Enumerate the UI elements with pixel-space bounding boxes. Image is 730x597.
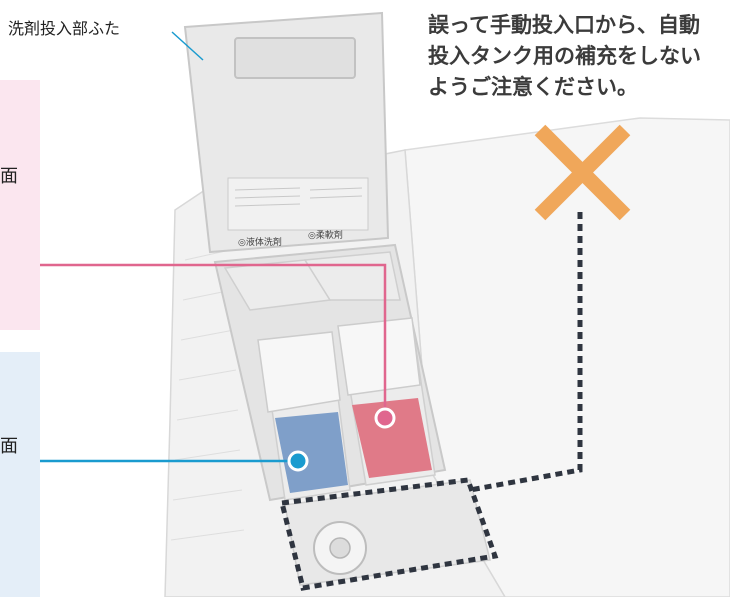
- softener-info-panel: [0, 80, 40, 330]
- detergent-panel-label: 面: [0, 436, 18, 457]
- manual-inlet-dotted-outline: [278, 212, 583, 591]
- softener-liquid: [352, 398, 432, 478]
- detergent-liquid: [275, 412, 348, 493]
- softener-marker: [374, 407, 396, 429]
- softener-cup-lid[interactable]: [337, 317, 421, 396]
- detergent-cup-lid[interactable]: [257, 331, 341, 413]
- softener-panel-label: 面: [0, 166, 18, 187]
- warning-line-2: 投入タンク用の補充をしない: [428, 44, 701, 68]
- warning-text: 誤って手動投入口から、自動 投入タンク用の補充をしない ようご注意ください。: [428, 10, 730, 103]
- detergent-marker: [287, 450, 309, 472]
- lid-print-liquid-detergent: ◎液体洗剤: [238, 236, 282, 248]
- prohibited-cross-icon: [534, 124, 631, 221]
- warning-line-3: ようご注意ください。: [428, 75, 638, 99]
- lid-callout-label: 洗剤投入部ふた: [8, 19, 121, 38]
- lid-print-softener: ◎柔軟剤: [308, 229, 343, 241]
- detergent-info-panel: [0, 352, 40, 597]
- warning-line-1: 誤って手動投入口から、自動: [428, 13, 700, 37]
- softener-leader-line: [40, 263, 387, 418]
